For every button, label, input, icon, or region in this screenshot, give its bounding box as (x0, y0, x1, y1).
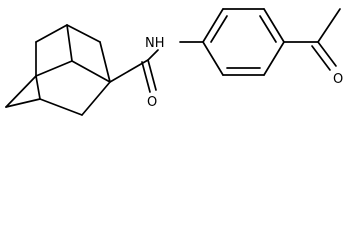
cage-bond (81, 81, 111, 116)
ring-inner-double-bond (210, 15, 228, 43)
ring-bond (202, 8, 224, 43)
cage-bond (71, 60, 111, 83)
cage-bond (99, 41, 111, 83)
ring-bond (202, 41, 224, 76)
carbonyl-double-bond (147, 59, 157, 91)
cage-bond (39, 98, 83, 116)
cage-bond (5, 98, 41, 108)
cage-bond (35, 24, 68, 43)
adamantane-cage (5, 24, 111, 116)
acetyl-methyl-bond (317, 8, 341, 43)
amide-nitrogen-label: NH (145, 36, 165, 51)
ring-bond (263, 41, 285, 76)
acetyl-group: O (283, 8, 343, 87)
molecule-structure-diagram: NH O O (5, 8, 343, 116)
ring-inner-double-bond (259, 15, 277, 43)
cage-bond (66, 24, 73, 62)
amide-group: NH O (109, 36, 204, 110)
amide-oxygen-label: O (147, 95, 157, 110)
ketone-double-bond (311, 45, 331, 71)
carbonyl-to-nitrogen-bond (147, 49, 159, 61)
ring-bond (263, 8, 285, 43)
cage-bond (35, 60, 73, 77)
ketone-double-bond (317, 41, 337, 67)
carbonyl-double-bond (141, 61, 151, 93)
cage-bond (35, 75, 41, 100)
ketone-oxygen-label: O (333, 72, 343, 87)
cage-bond (66, 24, 101, 43)
cage-bond (5, 75, 37, 108)
benzene-ring (202, 8, 285, 76)
